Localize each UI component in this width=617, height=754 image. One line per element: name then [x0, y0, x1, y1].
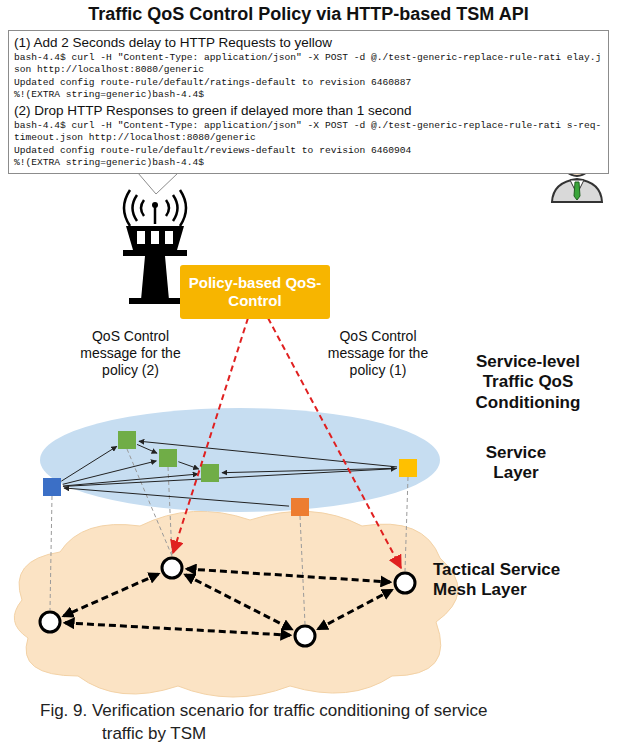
tower-window: [165, 231, 173, 244]
qos-control-line: [173, 318, 248, 553]
service-call-arrow: [178, 462, 198, 469]
mesh-link-arrow: [187, 569, 390, 582]
layer-label: Service Layer: [466, 443, 566, 484]
command-line: %!(EXTRA string=generic)bash-4.4$: [14, 89, 603, 101]
service-call-arrow: [137, 444, 157, 453]
mesh-proxy-node: [40, 612, 60, 632]
antenna-tip: [152, 202, 158, 208]
mesh-cloud: [14, 511, 458, 697]
message-label: QoS Control message for the policy (1): [318, 328, 438, 378]
diagram-title: Traffic QoS Control Policy via HTTP-base…: [0, 4, 617, 25]
signal-arc: [173, 195, 178, 221]
policy-heading: (1) Add 2 Seconds delay to HTTP Requests…: [14, 35, 603, 52]
tie: [574, 182, 580, 200]
mesh-proxy-node: [295, 626, 315, 646]
service-square: [201, 464, 219, 482]
layer-mapping-line: [300, 516, 305, 624]
mesh-proxy-node: [162, 558, 182, 578]
mesh-link-arrow: [318, 590, 391, 629]
suit: [552, 179, 602, 202]
signal-arc: [124, 190, 130, 226]
service-square: [43, 478, 61, 496]
terminal-box: (1) Add 2 Seconds delay to HTTP Requests…: [8, 30, 609, 174]
service-call-arrow: [64, 488, 289, 506]
signal-arc: [141, 200, 144, 216]
command-line: bash-4.4$ curl -H "Content-Type: applica…: [14, 52, 603, 77]
service-call-arrow: [222, 468, 397, 472]
service-square: [399, 459, 417, 477]
command-line: %!(EXTRA string=generic)bash-4.4$: [14, 157, 603, 169]
service-call-arrow: [63, 461, 157, 484]
mesh-link-arrow: [64, 574, 159, 616]
conditioning-label: Service-level Traffic QoS Conditioning: [462, 352, 594, 413]
layer-mapping-line: [50, 496, 52, 610]
service-square: [159, 449, 177, 467]
command-line: bash-4.4$ curl -H "Content-Type: applica…: [14, 120, 603, 145]
callout-tail: [138, 173, 178, 194]
tower-cab: [126, 226, 184, 250]
service-call-arrow: [61, 446, 117, 481]
signal-arc: [166, 200, 169, 216]
command-line: Updated config route-rule/default/rating…: [14, 77, 603, 89]
signal-arc: [133, 195, 138, 221]
signal-arc: [180, 190, 186, 226]
figure-caption: Fig. 9. Verification scenario for traffi…: [40, 700, 510, 746]
tower-window: [137, 231, 145, 244]
tower-shaft: [141, 256, 169, 300]
tower-window: [151, 231, 159, 244]
service-square: [118, 431, 136, 449]
message-label: QoS Control message for the policy (2): [68, 328, 193, 378]
box-label: Policy-based QoS-Control: [186, 274, 324, 310]
mesh-link-arrow: [185, 575, 291, 629]
command-line: Updated config route-rule/default/review…: [14, 145, 603, 157]
policy-heading: (2) Drop HTTP Responses to green if dela…: [14, 103, 603, 120]
mesh-link-arrow: [65, 623, 290, 635]
tower-deck: [123, 250, 187, 256]
layer-mapping-line: [405, 477, 408, 571]
service-call-arrow: [139, 441, 397, 467]
tower-base: [129, 298, 181, 304]
service-square: [291, 498, 309, 516]
service-call-arrow: [63, 469, 396, 487]
antenna: [154, 206, 157, 224]
service-layer-ellipse: [40, 408, 440, 512]
mesh-proxy-node: [395, 573, 415, 593]
layer-label: Tactical Service Mesh Layer: [433, 560, 605, 601]
control-tower-icon: [123, 190, 187, 304]
policy-box: Policy-based QoS-Control: [180, 265, 330, 319]
